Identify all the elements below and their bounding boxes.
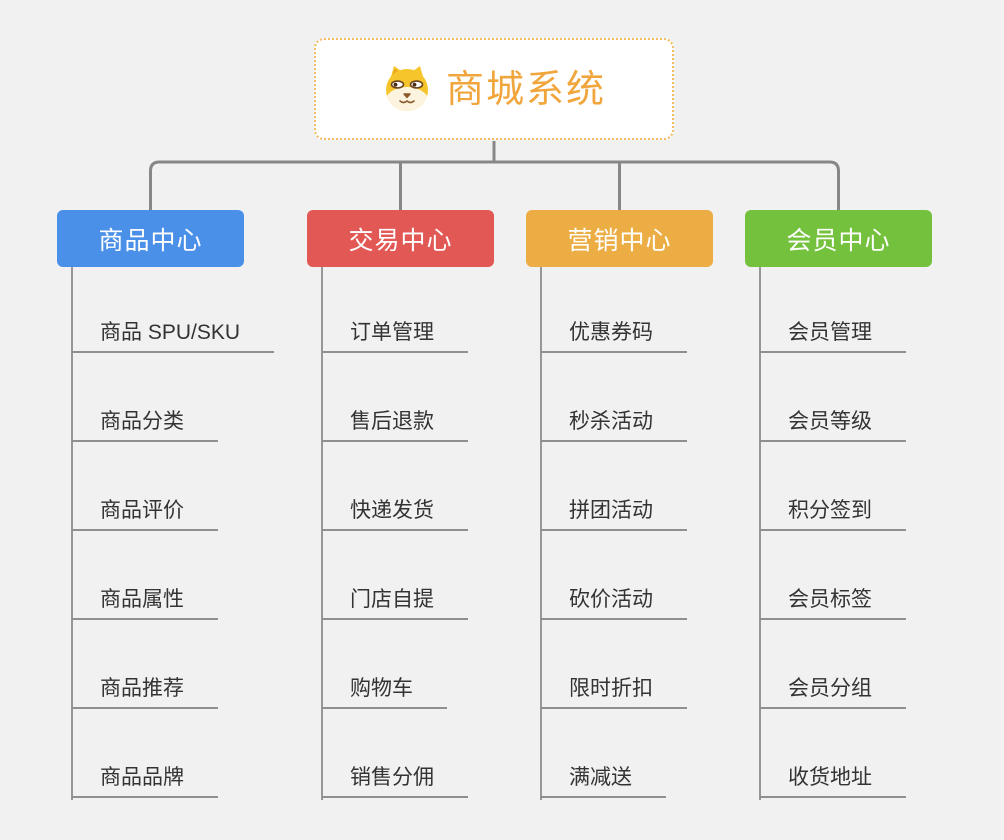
leaf-node[interactable]: 商品属性 [72, 580, 218, 620]
branch-node-marketing-center[interactable]: 营销中心 [526, 210, 713, 267]
branch-node-trade-center[interactable]: 交易中心 [307, 210, 494, 267]
leaf-node[interactable]: 会员标签 [760, 580, 906, 620]
leaf-node[interactable]: 商品品牌 [72, 758, 218, 798]
leaf-node[interactable]: 收货地址 [760, 758, 906, 798]
leaf-node[interactable]: 会员分组 [760, 669, 906, 709]
leaf-node[interactable]: 优惠券码 [541, 313, 687, 353]
leaf-node[interactable]: 销售分佣 [322, 758, 468, 798]
branch-node-member-center[interactable]: 会员中心 [745, 210, 932, 267]
leaf-node[interactable]: 限时折扣 [541, 669, 687, 709]
leaf-node[interactable]: 满减送 [541, 758, 666, 798]
leaf-node[interactable]: 商品 SPU/SKU [72, 313, 275, 353]
root-title: 商城系统 [445, 69, 606, 111]
leaf-node[interactable]: 拼团活动 [541, 491, 687, 531]
leaf-node[interactable]: 门店自提 [322, 580, 468, 620]
leaf-node[interactable]: 会员管理 [760, 313, 906, 353]
leaf-node[interactable]: 砍价活动 [541, 580, 687, 620]
leaf-node[interactable]: 商品推荐 [72, 669, 218, 709]
root-node[interactable]: 商城系统 [314, 38, 674, 140]
leaf-node[interactable]: 订单管理 [322, 313, 468, 353]
leaf-node[interactable]: 会员等级 [760, 402, 906, 442]
leaf-node[interactable]: 购物车 [322, 669, 447, 709]
leaf-node[interactable]: 快递发货 [322, 491, 468, 531]
doge-icon [382, 64, 432, 114]
leaf-node[interactable]: 商品评价 [72, 491, 218, 531]
leaf-node[interactable]: 积分签到 [760, 491, 906, 531]
branch-node-product-center[interactable]: 商品中心 [57, 210, 244, 267]
leaf-node[interactable]: 商品分类 [72, 402, 218, 442]
leaf-node[interactable]: 售后退款 [322, 402, 468, 442]
leaf-node[interactable]: 秒杀活动 [541, 402, 687, 442]
